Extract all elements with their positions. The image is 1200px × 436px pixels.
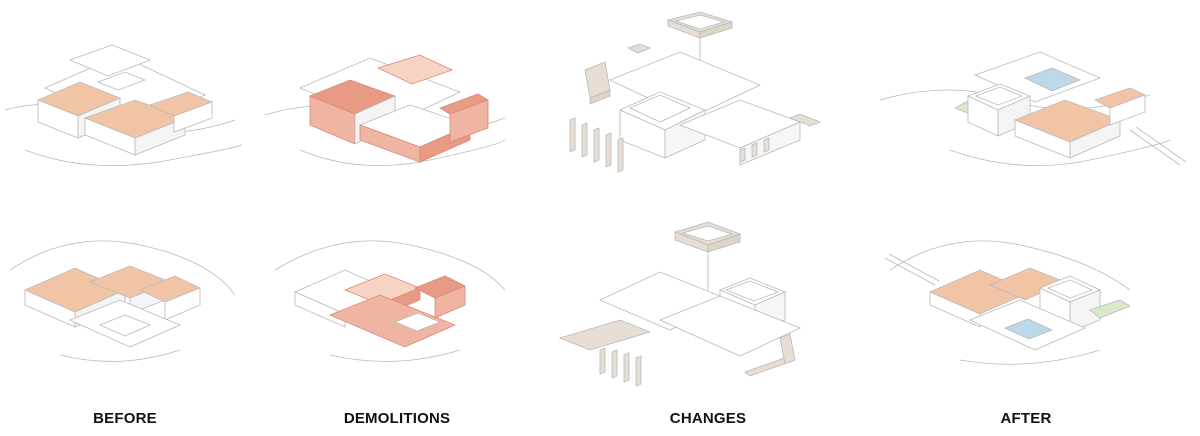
changes-top-axonometric bbox=[569, 11, 822, 173]
label-after: AFTER bbox=[1000, 410, 1052, 427]
label-before: BEFORE bbox=[93, 410, 157, 427]
after-bottom-axonometric bbox=[884, 240, 1131, 365]
changes-bottom-axonometric bbox=[558, 221, 802, 387]
demolitions-bottom-axonometric bbox=[274, 240, 506, 362]
before-top-axonometric bbox=[4, 44, 242, 167]
after-top-axonometric bbox=[879, 51, 1187, 167]
demolitions-top-axonometric bbox=[264, 54, 506, 166]
before-bottom-axonometric bbox=[9, 240, 236, 362]
label-changes: CHANGES bbox=[669, 410, 747, 427]
label-demolitions: DEMOLITIONS bbox=[343, 410, 451, 427]
